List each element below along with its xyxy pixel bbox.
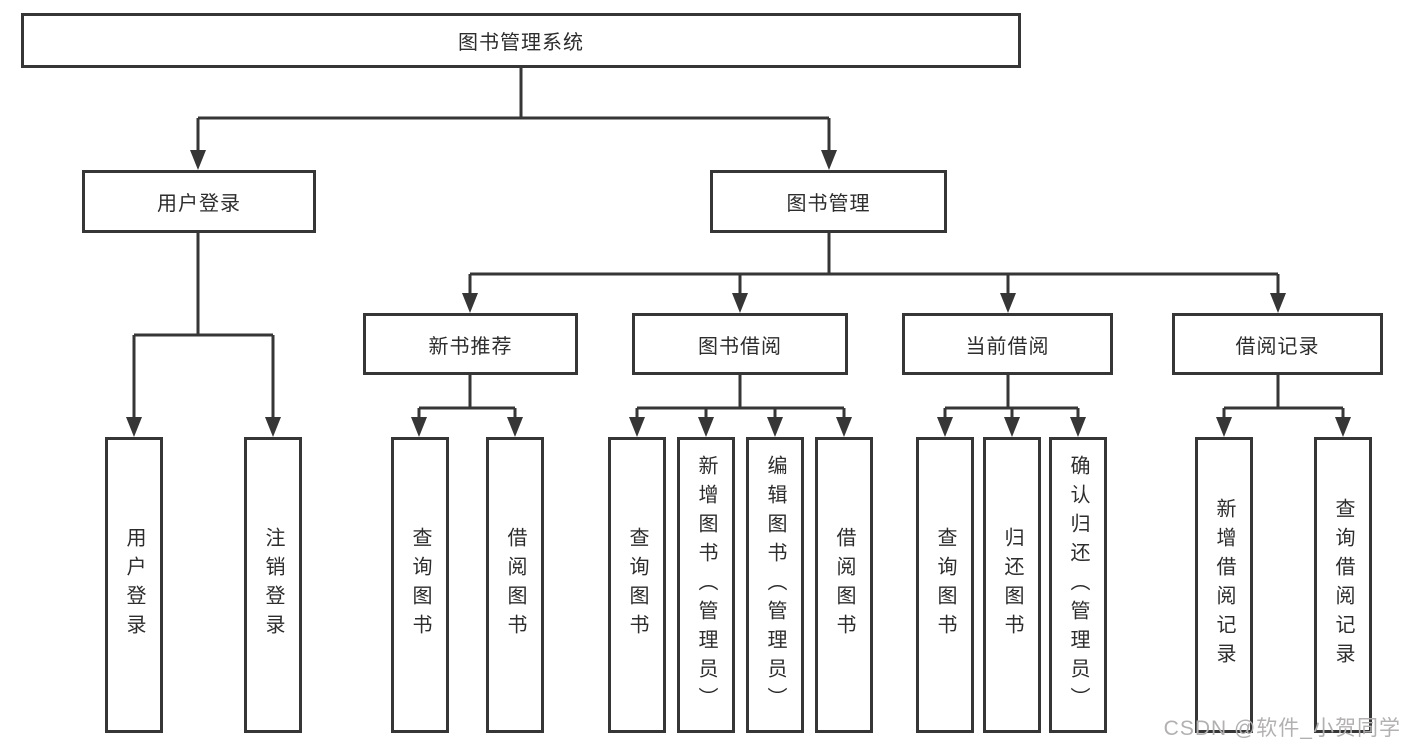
connector-user-login-subtree bbox=[126, 233, 281, 437]
leaf-return-books-label: 归还图书 bbox=[1001, 527, 1023, 643]
leaf-borrow-books-recommend-label: 借阅图书 bbox=[504, 527, 526, 643]
node-borrowing-records-label: 借阅记录 bbox=[1235, 335, 1320, 358]
leaf-add-books-admin-label: 新增图书（管理员） bbox=[695, 454, 717, 716]
csdn-watermark: CSDN @软件_小贺同学 bbox=[1163, 717, 1401, 740]
node-new-book-recommendation-label: 新书推荐 bbox=[428, 335, 513, 358]
connector-borrowing-records-leaves bbox=[1216, 375, 1351, 437]
leaf-user-login: 用户登录 bbox=[105, 437, 163, 733]
leaf-borrow-books-borrowing-label: 借阅图书 bbox=[833, 527, 855, 643]
node-user-login-label: 用户登录 bbox=[157, 193, 241, 215]
node-book-borrowing: 图书借阅 bbox=[632, 313, 848, 375]
leaf-edit-books-admin-label: 编辑图书（管理员） bbox=[764, 454, 786, 716]
connector-new-book-recommendation-leaves bbox=[411, 375, 523, 437]
leaf-logout-label: 注销登录 bbox=[262, 527, 284, 643]
leaf-edit-books-admin: 编辑图书（管理员） bbox=[746, 437, 804, 733]
leaf-add-borrow-record-label: 新增借阅记录 bbox=[1213, 498, 1235, 672]
node-library-management-system-label: 图书管理系统 bbox=[458, 32, 584, 54]
leaf-query-books-recommend: 查询图书 bbox=[391, 437, 449, 733]
connector-book-management-to-groups bbox=[462, 233, 1286, 313]
leaf-query-books-current: 查询图书 bbox=[916, 437, 974, 733]
leaf-query-books-current-label: 查询图书 bbox=[934, 527, 956, 643]
leaf-return-books: 归还图书 bbox=[983, 437, 1041, 733]
leaf-borrow-books-recommend: 借阅图书 bbox=[486, 437, 544, 733]
leaf-confirm-return-admin: 确认归还（管理员） bbox=[1049, 437, 1107, 733]
connector-book-borrowing-leaves bbox=[629, 375, 852, 437]
node-book-borrowing-label: 图书借阅 bbox=[698, 335, 782, 358]
leaf-query-books-borrowing-label: 查询图书 bbox=[626, 527, 648, 643]
connector-current-borrowing-leaves bbox=[937, 375, 1086, 437]
leaf-user-login-label: 用户登录 bbox=[123, 527, 145, 643]
node-user-login: 用户登录 bbox=[82, 170, 316, 233]
leaf-query-borrow-record: 查询借阅记录 bbox=[1314, 437, 1372, 733]
leaf-logout: 注销登录 bbox=[244, 437, 302, 733]
leaf-confirm-return-admin-label: 确认归还（管理员） bbox=[1067, 454, 1089, 716]
node-new-book-recommendation: 新书推荐 bbox=[363, 313, 578, 375]
leaf-borrow-books-borrowing: 借阅图书 bbox=[815, 437, 873, 733]
leaf-query-books-recommend-label: 查询图书 bbox=[409, 527, 431, 643]
node-book-management-label: 图书管理 bbox=[786, 193, 871, 215]
connector-root-to-level2 bbox=[190, 68, 837, 170]
node-book-management: 图书管理 bbox=[710, 170, 947, 233]
node-current-borrowing-label: 当前借阅 bbox=[965, 335, 1050, 358]
leaf-query-borrow-record-label: 查询借阅记录 bbox=[1332, 498, 1354, 672]
leaf-add-borrow-record: 新增借阅记录 bbox=[1195, 437, 1253, 733]
node-library-management-system: 图书管理系统 bbox=[21, 13, 1021, 68]
leaf-add-books-admin: 新增图书（管理员） bbox=[677, 437, 735, 733]
node-borrowing-records: 借阅记录 bbox=[1172, 313, 1383, 375]
leaf-query-books-borrowing: 查询图书 bbox=[608, 437, 666, 733]
node-current-borrowing: 当前借阅 bbox=[902, 313, 1113, 375]
